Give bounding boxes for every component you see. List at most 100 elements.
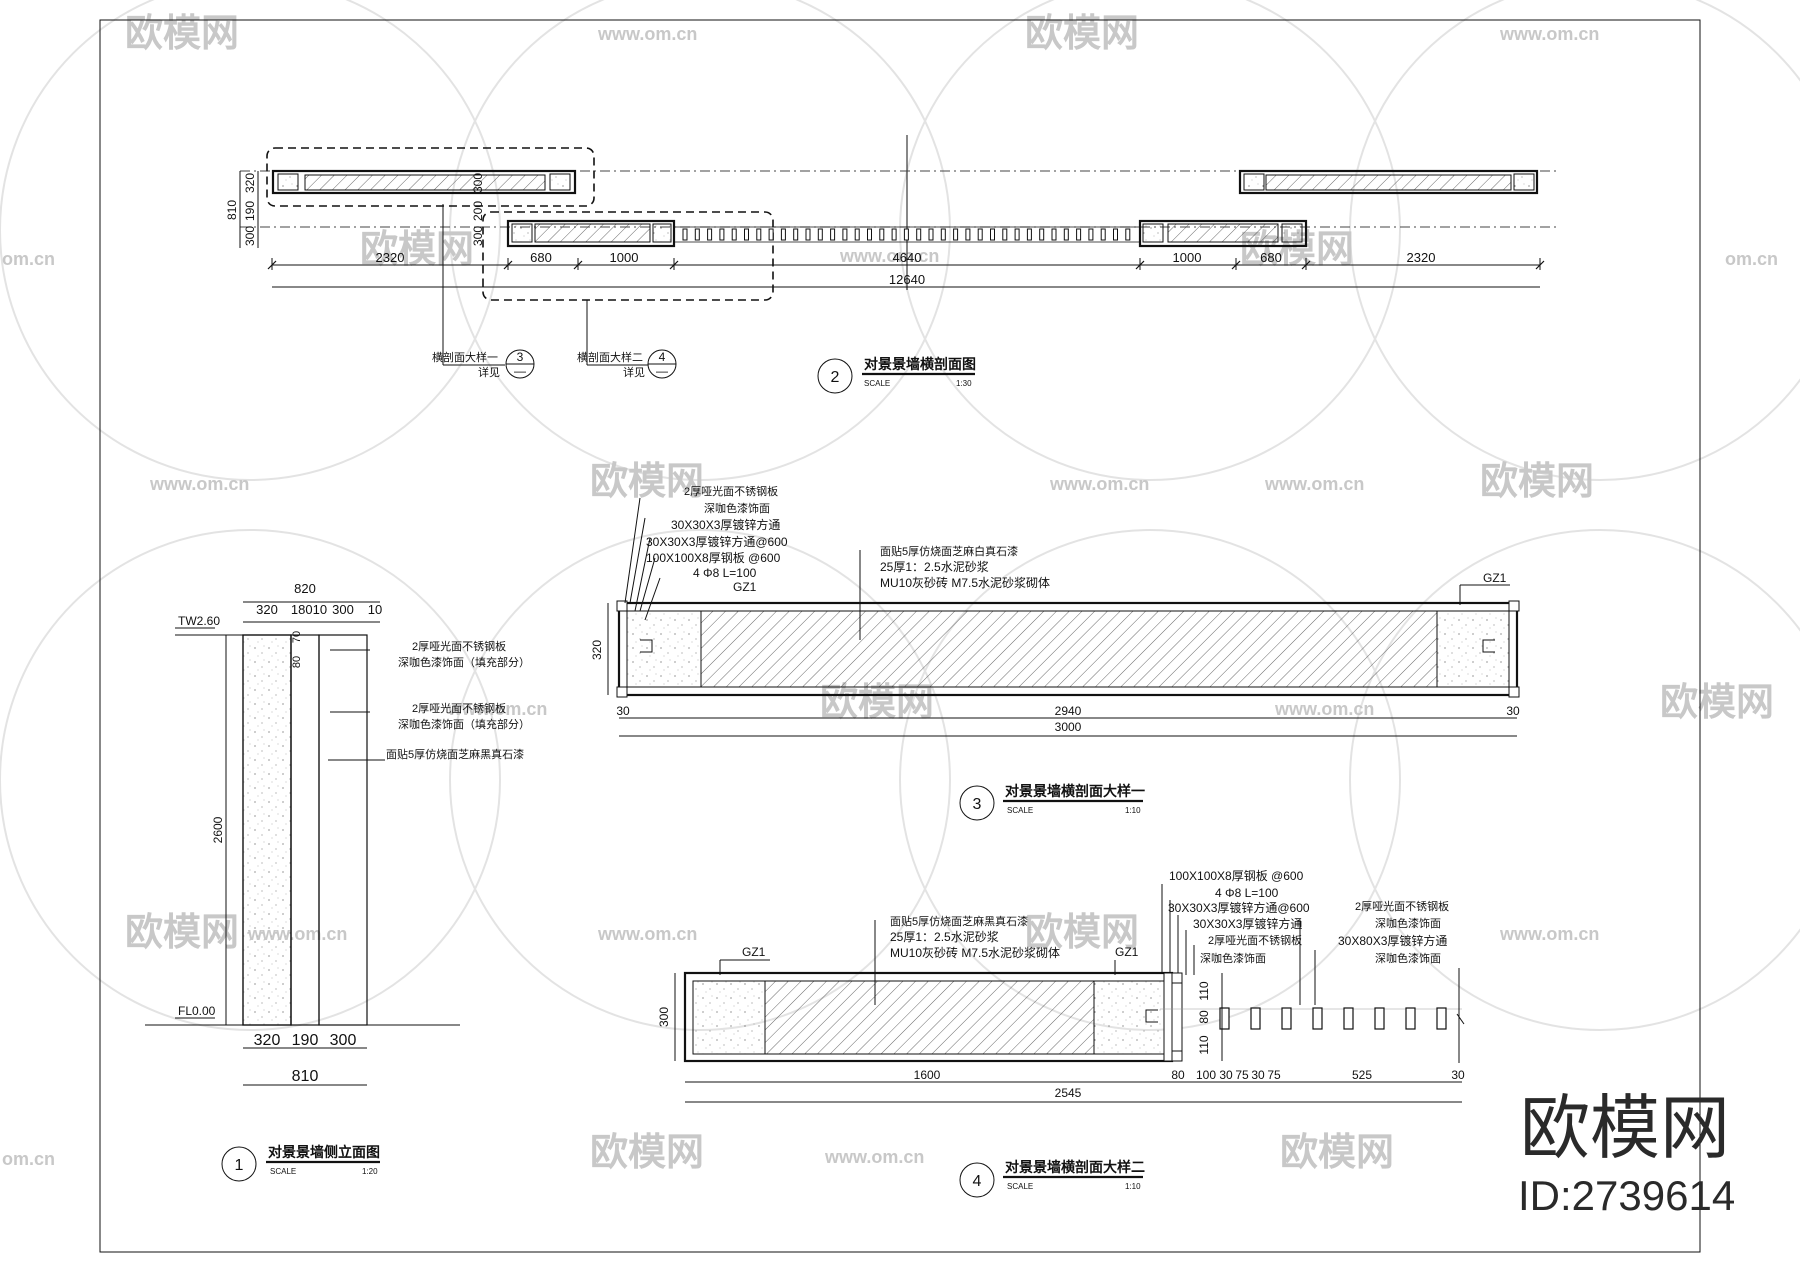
detail1-note-m3: MU10灰砂砖 M7.5水泥砂浆砌体 — [880, 575, 1050, 590]
detail2-note-r3: 30X80X3厚镀锌方通 — [1338, 933, 1447, 948]
plan-slat — [682, 228, 688, 241]
plan-slat — [965, 228, 971, 241]
plan-inner-dim-200: 200 — [471, 201, 485, 221]
watermark-url: www.om.cn — [1499, 24, 1599, 44]
svg-text:—: — — [514, 364, 526, 378]
detail2-dim-100: 100 — [1196, 1068, 1216, 1082]
detail2-dim-total: 2545 — [1055, 1086, 1082, 1100]
detail2-right-dim-80: 80 — [1197, 1010, 1211, 1024]
watermark-url: www.om.cn — [1499, 924, 1599, 944]
detail2-dim-30b: 30 — [1251, 1068, 1265, 1082]
watermark-url: www.om.cn — [1264, 474, 1364, 494]
detail2-title-name: 对景景墙横剖面大样二 — [1005, 1159, 1145, 1175]
detail1-note-l6: 4 Φ8 L=100 — [693, 566, 757, 580]
plan-title-circle — [817, 358, 853, 394]
plan-scale: 1:30 — [956, 379, 972, 388]
detail2-note-m2: 25厚1：2.5水泥砂浆 — [890, 929, 999, 944]
watermark-logo: 欧模网 — [590, 1132, 704, 1174]
plan-slat — [1051, 228, 1057, 241]
plan-slat — [1039, 228, 1045, 241]
watermark-logo: 欧模网 — [820, 682, 934, 724]
plan-inner-dim-300b: 300 — [471, 226, 485, 246]
plan-slat — [953, 228, 959, 241]
detail2-slats — [1219, 1007, 1447, 1030]
plan-slat — [768, 228, 774, 241]
elevation-top-dim-18010: 18010 — [291, 602, 327, 617]
detail2-gz-mid: GZ1 — [1115, 945, 1139, 959]
detail2-slat — [1405, 1007, 1416, 1030]
detail-1-section: 2厚哑光面不锈钢板 深咖色漆饰面 30X30X3厚镀锌方通 30X30X3厚镀锌… — [590, 484, 1520, 821]
plan-slat — [731, 228, 737, 241]
callout-b-num: 4 — [659, 350, 666, 364]
plan-slat — [1026, 228, 1032, 241]
plan-slat — [1125, 228, 1131, 241]
plan-slat — [854, 228, 860, 241]
watermark-url: www.om.cn — [1274, 699, 1374, 719]
watermark-logo: 欧模网 — [125, 912, 239, 954]
detail2-dim-75b: 75 — [1267, 1068, 1281, 1082]
plan-scale-label: SCALE — [864, 379, 890, 388]
plan-slat — [1113, 228, 1118, 241]
plan-title-name: 对景景墙横剖面图 — [864, 356, 976, 372]
plan-slat — [719, 228, 725, 241]
elevation-top-dim-10: 10 — [368, 602, 382, 617]
plan-slat — [707, 228, 713, 241]
plan-slat — [1002, 228, 1008, 241]
elevation-note-2: 深咖色漆饰面（填充部分） — [398, 655, 530, 669]
elevation-floor-level: FL0.00 — [178, 1004, 216, 1018]
plan-slat — [793, 228, 799, 241]
elevation-bottom-dim-320: 320 — [254, 1032, 281, 1049]
elevation-section: TW2.60 FL0.00 2600 70 80 820 320 18010 3… — [145, 581, 530, 1182]
plan-slat — [694, 228, 700, 241]
detail2-note-t5: 2厚哑光面不锈钢板 — [1208, 933, 1302, 947]
watermark-url: www.om.cn — [1049, 474, 1149, 494]
detail2-slat — [1281, 1007, 1292, 1030]
elevation-title-num: 1 — [235, 1157, 244, 1174]
callout-a-num: 3 — [517, 350, 524, 364]
elevation-top-dim-320: 320 — [256, 602, 278, 617]
watermark-logo: 欧模网 — [125, 13, 239, 55]
plan-left-dim-810: 810 — [225, 200, 239, 220]
detail1-note-l2: 深咖色漆饰面 — [704, 501, 770, 515]
plan-slat — [817, 228, 823, 241]
plan-slat — [867, 228, 872, 241]
detail2-note-r2: 深咖色漆饰面 — [1375, 916, 1441, 930]
detail2-note-t1: 100X100X8厚钢板 @600 — [1169, 869, 1304, 883]
elevation-bottom-dim-190: 190 — [292, 1032, 319, 1049]
plan-slat — [1014, 228, 1020, 241]
watermark-logo: 欧模网 — [360, 229, 474, 271]
brand-watermark: 欧模网 — [1520, 1089, 1730, 1167]
plan-slat — [977, 228, 983, 241]
detail1-dim-30-left: 30 — [616, 704, 630, 718]
elevation-note-5: 面贴5厚仿烧面芝麻黑真石漆 — [386, 747, 524, 761]
elevation-note-3: 2厚哑光面不锈钢板 — [412, 701, 506, 715]
plan-slat — [990, 228, 995, 241]
watermark-logo: 欧模网 — [1025, 912, 1139, 954]
plan-slat — [756, 228, 762, 241]
elevation-top-level: TW2.60 — [178, 614, 220, 628]
elevation-note-1: 2厚哑光面不锈钢板 — [412, 639, 506, 653]
detail2-gz-left: GZ1 — [742, 945, 766, 959]
plan-slat — [842, 228, 848, 241]
callout-a-text: 横剖面大样一 — [432, 350, 498, 364]
elevation-bottom-total: 810 — [292, 1068, 319, 1085]
elevation-top-total: 820 — [294, 581, 316, 596]
detail1-title-num: 3 — [973, 796, 982, 813]
sheet-border — [99, 19, 1701, 1253]
detail1-dim-2940: 2940 — [1055, 704, 1082, 718]
svg-text:—: — — [656, 364, 668, 378]
detail1-scale-label: SCALE — [1007, 806, 1033, 815]
detail1-title-name: 对景景墙横剖面大样一 — [1005, 783, 1145, 799]
detail1-dim-total: 3000 — [1055, 720, 1082, 734]
detail2-slat — [1219, 1007, 1230, 1030]
plan-slat — [744, 228, 749, 241]
callout-b-sub: 详见 — [623, 365, 645, 379]
detail1-note-l5: 100X100X8厚钢板 @600 — [646, 551, 781, 565]
elevation-note-4: 深咖色漆饰面（填充部分） — [398, 717, 530, 731]
detail2-height: 300 — [657, 1007, 671, 1027]
plan-left-dim-300: 300 — [243, 226, 257, 246]
detail1-note-m2: 25厚1：2.5水泥砂浆 — [880, 559, 989, 574]
plan-slat — [891, 228, 897, 241]
detail2-slat — [1374, 1007, 1385, 1030]
detail2-note-m1: 面贴5厚仿烧面芝麻黑真石漆 — [890, 914, 1028, 928]
